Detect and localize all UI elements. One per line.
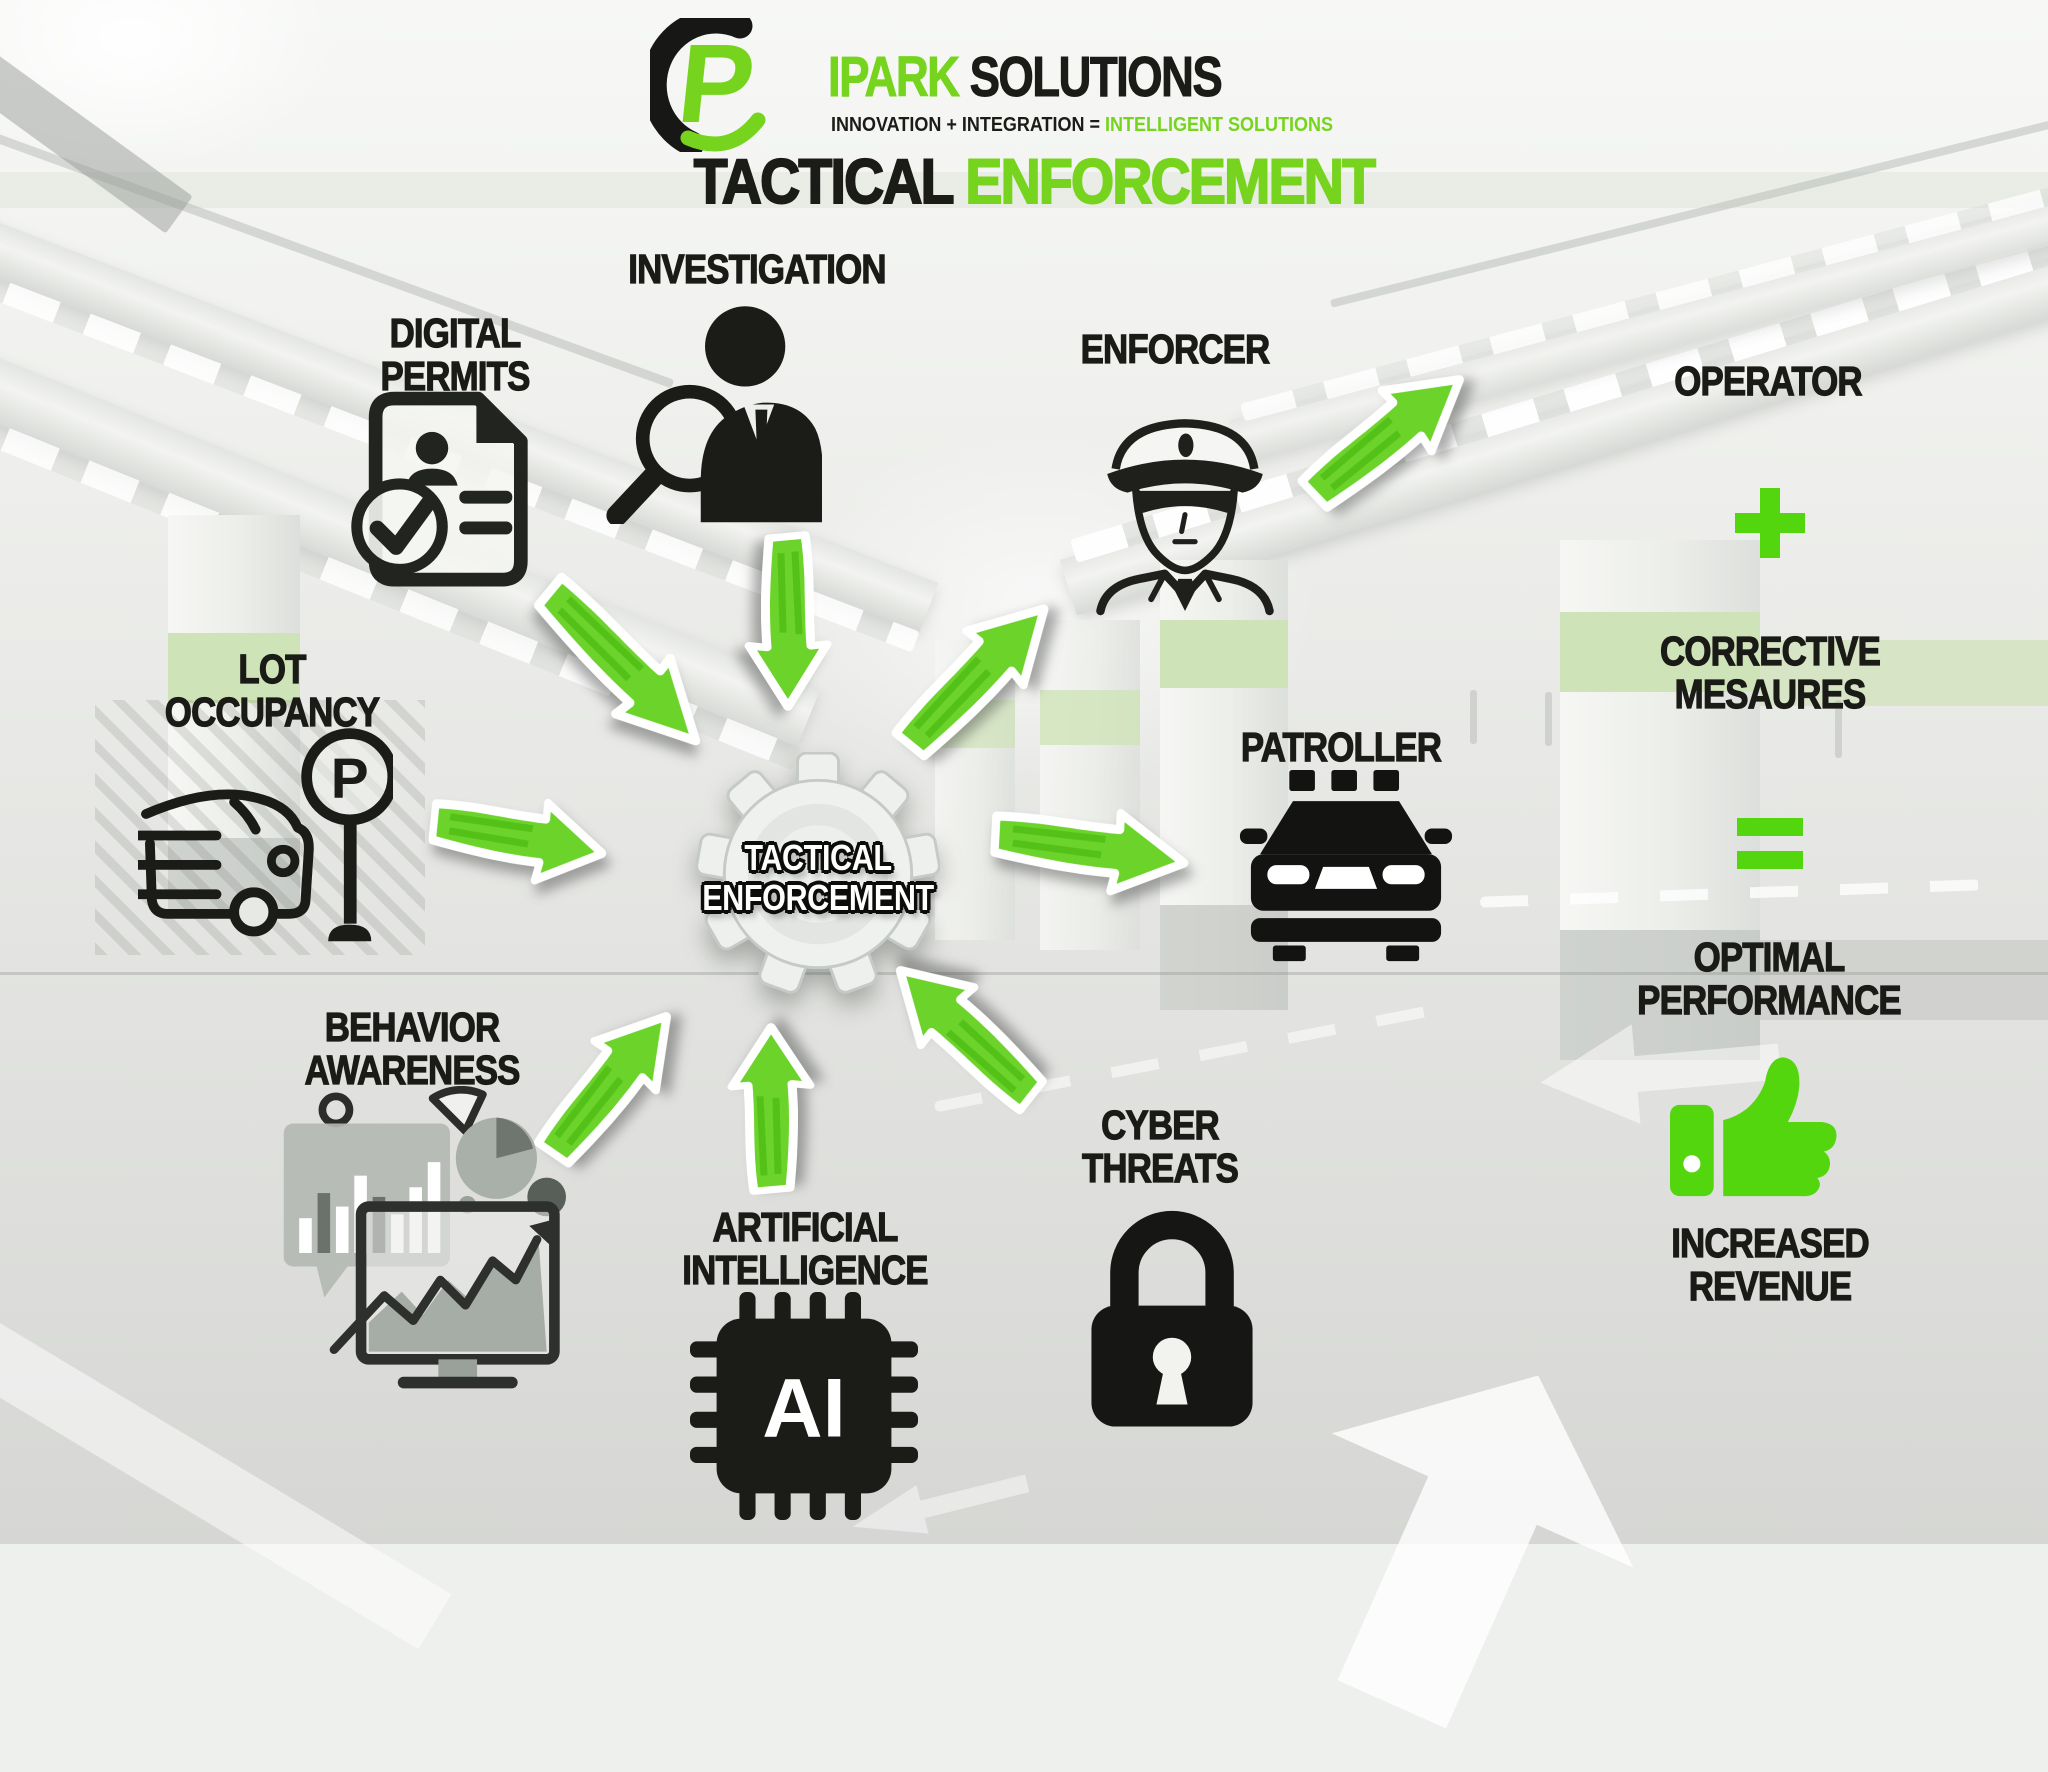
cyber-threats-label: CYBER THREATS — [1081, 1102, 1239, 1192]
parking-sign-letter: P — [331, 747, 369, 810]
title-word-tactical: TACTICAL — [693, 146, 954, 218]
logo-word-solutions: SOLUTIONS — [969, 45, 1223, 110]
hub-label: TACTICAL ENFORCEMENT — [702, 837, 934, 919]
wall-slit — [1835, 700, 1842, 758]
arrow-investigation-to-hub — [743, 530, 833, 712]
enforcer-icon — [1096, 419, 1274, 616]
corrective-measures-label: CORRECTIVE MESAURES — [1659, 628, 1881, 718]
ai-chip-icon: AI — [690, 1292, 918, 1520]
gear-icon — [696, 752, 940, 994]
operator-label: OPERATOR — [1674, 358, 1863, 404]
garage-column — [1040, 620, 1140, 950]
behavior-awareness-label: BEHAVIOR AWARENESS — [304, 1004, 521, 1094]
plus-icon — [1735, 488, 1805, 558]
lot-occupancy-icon: P — [138, 728, 393, 942]
column-green-stripe — [168, 633, 300, 703]
column-gray-base — [1560, 930, 1760, 1060]
increased-revenue-label: INCREASED REVENUE — [1671, 1220, 1870, 1310]
thumbs-up-icon — [1670, 1057, 1837, 1197]
digital-permits-icon — [351, 391, 528, 587]
ai-chip-text: AI — [762, 1360, 846, 1454]
far-wall-band — [0, 172, 2048, 208]
logo-word-ipark: IPARK — [828, 45, 961, 110]
column-green-stripe — [1560, 612, 1760, 692]
patroller-icon — [1239, 770, 1453, 962]
artificial-intelligence-label: ARTIFICIAL INTELLIGENCE — [682, 1204, 929, 1294]
investigation-icon — [606, 306, 822, 524]
patroller-label: PATROLLER — [1240, 724, 1442, 770]
wall-gray-band — [1760, 940, 2048, 1020]
title-word-enforcement: ENFORCEMENT — [965, 146, 1377, 218]
logo-mark-underswoosh — [680, 112, 766, 152]
investigation-label: INVESTIGATION — [628, 246, 887, 292]
logo-tagline: INNOVATION + INTEGRATION = INTELLIGENT S… — [831, 114, 1333, 137]
behavior-awareness-icon — [283, 1086, 566, 1389]
column-green-stripe — [1160, 620, 1288, 688]
column-green-stripe — [1040, 690, 1140, 745]
logo-mark-swoosh — [650, 18, 753, 152]
digital-permits-label: DIGITAL PERMITS — [380, 310, 531, 400]
arrow-artificial-intelligence-to-hub — [726, 1022, 816, 1196]
lot-occupancy-label: LOT OCCUPANCY — [164, 646, 380, 736]
logo-wordmark: IPARK SOLUTIONS — [828, 44, 1224, 110]
optimal-performance-label: OPTIMAL PERFORMANCE — [1637, 934, 1903, 1024]
tagline-black-part: INNOVATION + INTEGRATION = — [831, 114, 1106, 136]
ipark-logo-mark: P — [650, 18, 766, 152]
enforcer-label: ENFORCER — [1080, 326, 1271, 372]
wall-slit — [1470, 690, 1477, 744]
equals-icon — [1737, 818, 1803, 870]
cyber-threats-icon — [1091, 1211, 1253, 1427]
wall-green-stripe — [1760, 640, 2048, 706]
page-title: TACTICAL ENFORCEMENT — [576, 146, 1491, 218]
wall-slit — [1545, 692, 1552, 746]
floor-junction-line — [0, 972, 2048, 975]
tagline-green-part: INTELLIGENT SOLUTIONS — [1105, 114, 1334, 136]
